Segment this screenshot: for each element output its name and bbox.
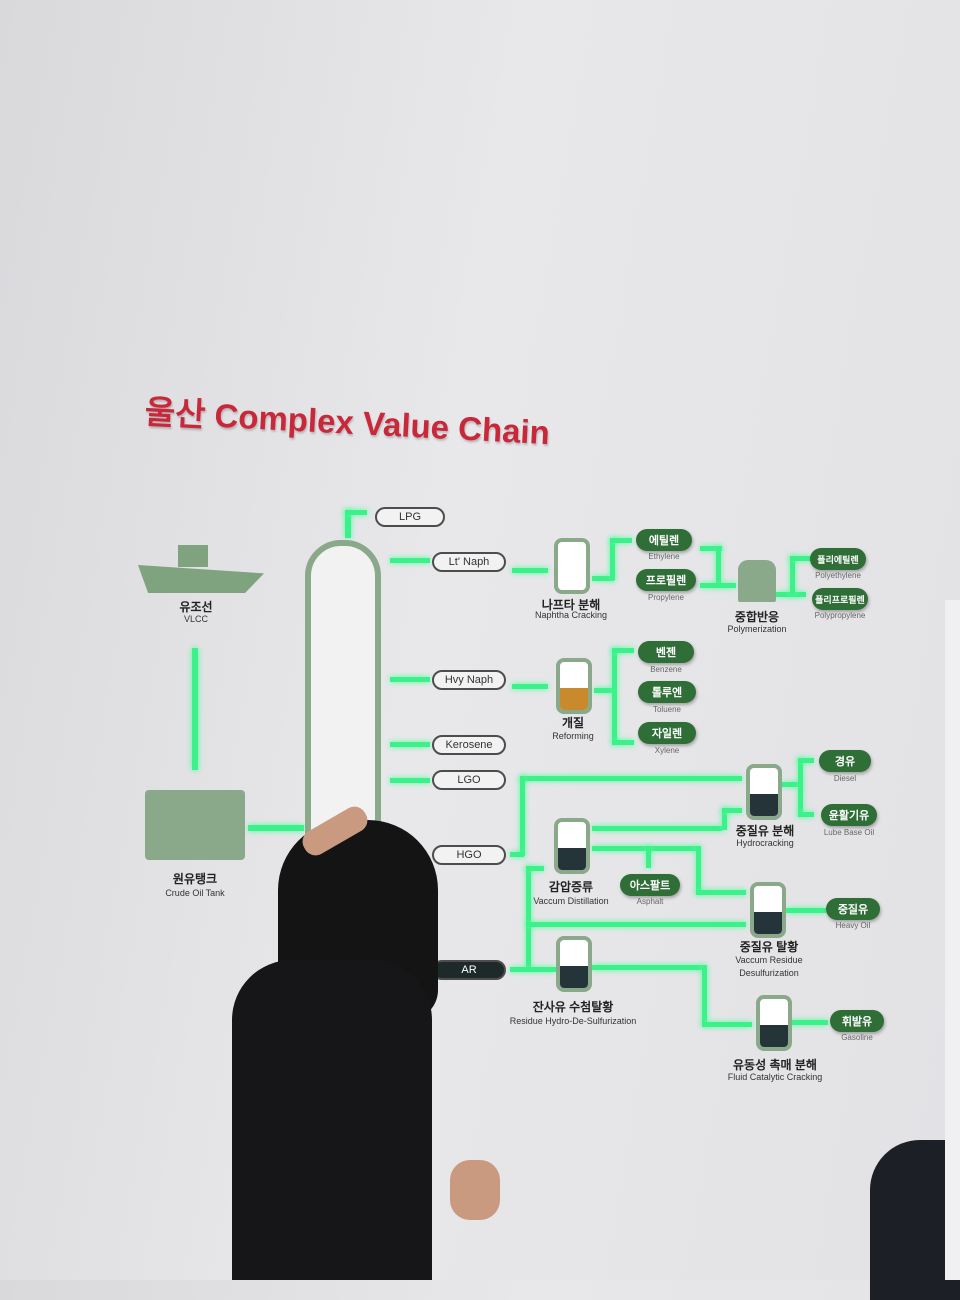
product-propylene: 프로필렌 (636, 569, 696, 591)
product-diesel: 경유 (819, 750, 871, 772)
crude-tank-label-en: Crude Oil Tank (165, 888, 225, 898)
fraction-ar: AR (432, 960, 506, 980)
hydrocracking-label: 중질유 분해 (735, 824, 795, 838)
product-polyethylene-en: Polyethylene (815, 571, 861, 580)
wall-edge (945, 600, 960, 1280)
product-toluene-en: Toluene (652, 705, 682, 714)
hydrocracking-label-en: Hydrocracking (736, 838, 794, 848)
ship-icon (138, 545, 264, 593)
fraction-lgo: LGO (432, 770, 506, 790)
crude-tank-icon (145, 790, 245, 860)
vrds-icon (750, 882, 786, 938)
product-xylene: 자일렌 (638, 722, 696, 744)
product-lube-base-oil-en: Lube Base Oil (823, 828, 875, 837)
fraction-hgo: HGO (432, 845, 506, 865)
vacuum-distillation-label-en: Vaccum Distillation (533, 896, 609, 906)
hydrocracker-icon (746, 764, 782, 820)
vrds-label-en-1: Vaccum Residue (735, 955, 803, 965)
reforming-label-en: Reforming (552, 731, 594, 741)
vlcc-label-en: VLCC (183, 614, 208, 624)
fcc-label: 유동성 촉매 분해 (733, 1058, 817, 1072)
fraction-hvy-naph: Hvy Naph (432, 670, 506, 690)
product-xylene-en: Xylene (654, 746, 680, 755)
naphtha-cracking-label-en: Naphtha Cracking (534, 610, 608, 620)
reforming-label: 개질 (561, 716, 585, 730)
product-polyethylene: 폴리에틸렌 (810, 548, 866, 570)
product-heavy-oil: 중질유 (826, 898, 880, 920)
vrds-label-en-2: Desulfurization (739, 968, 799, 978)
fraction-kerosene: Kerosene (432, 735, 506, 755)
fraction-lpg: LPG (375, 507, 445, 527)
naphtha-cracker-icon (554, 538, 590, 594)
product-toluene: 톨루엔 (638, 681, 696, 703)
product-benzene-en: Benzene (650, 665, 682, 674)
vlcc-label: 유조선 (179, 600, 213, 614)
product-asphalt: 아스팔트 (620, 874, 680, 896)
fcc-label-en: Fluid Catalytic Cracking (727, 1072, 823, 1082)
naphtha-cracking-label: 나프타 분해 (541, 598, 601, 612)
rhds-label-en: Residue Hydro-De-Sulfurization (509, 1016, 637, 1026)
product-ethylene-en: Ethylene (648, 552, 680, 561)
product-benzene: 벤젠 (638, 641, 694, 663)
product-polypropylene-en: Polypropylene (814, 611, 866, 620)
vacuum-distillation-label: 감압증류 (548, 880, 594, 894)
product-ethylene: 에틸렌 (636, 529, 692, 551)
fraction-lt-naph: Lt' Naph (432, 552, 506, 572)
polymerization-label: 중합반응 (734, 610, 780, 624)
polymerization-label-en: Polymerization (727, 624, 787, 634)
rhds-label: 잔사유 수첨탈황 (532, 1000, 614, 1014)
fcc-icon (756, 995, 792, 1051)
product-gasoline-en: Gasoline (841, 1033, 873, 1042)
product-propylene-en: Propylene (647, 593, 685, 602)
product-heavy-oil-en: Heavy Oil (835, 921, 871, 930)
vacuum-distillation-icon (554, 818, 590, 874)
crude-tank-label: 원유탱크 (172, 872, 218, 886)
reformer-icon (556, 658, 592, 714)
polymerization-icon (738, 560, 776, 602)
product-diesel-en: Diesel (833, 774, 857, 783)
vrds-label: 중질유 탈황 (739, 940, 799, 954)
rhds-icon (556, 936, 592, 992)
page-title: 울산 Complex Value Chain (143, 393, 551, 452)
distillation-column (305, 540, 381, 840)
product-gasoline: 휘발유 (830, 1010, 884, 1032)
product-lube-base-oil: 윤활기유 (821, 804, 877, 826)
product-asphalt-en: Asphalt (636, 897, 664, 906)
product-polypropylene: 폴리프로필렌 (812, 588, 868, 610)
